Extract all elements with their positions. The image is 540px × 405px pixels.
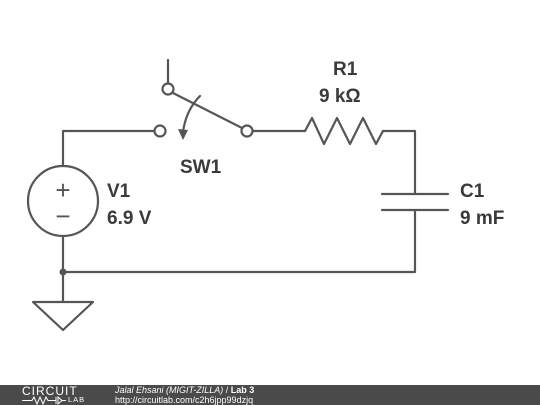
wire-source-to-switch <box>61 129 156 168</box>
footer-bar: CIRCUIT LAB Jalal Ehsani (MIGIT-ZILLA) /… <box>0 385 540 405</box>
logo-resistor-icon <box>22 396 66 405</box>
voltage-source-v1[interactable]: + − <box>26 164 100 238</box>
switch-arrow-head <box>178 129 188 140</box>
footer-url-link[interactable]: http://circuitlab.com/c2h6jpp99dzjq <box>115 395 254 405</box>
capacitor-c1[interactable] <box>380 192 450 212</box>
circuitlab-logo[interactable]: CIRCUIT LAB <box>22 385 104 405</box>
wire-capacitor-to-ground-rail <box>61 208 417 274</box>
logo-text-lab: LAB <box>68 395 86 404</box>
switch-actuation-arrow <box>181 94 202 134</box>
footer-separator: / <box>223 385 231 395</box>
voltage-source-plus-sign: + <box>55 175 70 205</box>
voltage-source-name-label: V1 <box>107 181 131 202</box>
resistor-r1[interactable] <box>303 116 385 146</box>
resistor-value-label: 9 kΩ <box>319 86 361 107</box>
resistor-name-label: R1 <box>333 59 358 80</box>
voltage-source-value-label: 6.9 V <box>107 208 152 229</box>
switch-sw1[interactable] <box>153 82 254 141</box>
junction-dot <box>59 268 67 276</box>
switch-terminal-left <box>153 124 167 138</box>
footer-author[interactable]: Jalal Ehsani (MIGIT-ZILLA) <box>115 385 224 395</box>
circuit-schematic: + − V1 6.9 V SW1 R1 9 kΩ C1 9 mF <box>26 58 504 332</box>
voltage-source-circle <box>26 164 100 238</box>
capacitor-name-label: C1 <box>460 181 485 202</box>
wire-resistor-to-capacitor <box>381 129 417 196</box>
capacitor-value-label: 9 mF <box>460 208 504 229</box>
switch-blade <box>171 91 244 130</box>
footer-author-line: Jalal Ehsani (MIGIT-ZILLA) / Lab 3 <box>115 385 254 395</box>
switch-terminal-common <box>161 82 175 96</box>
ground-symbol <box>31 300 95 332</box>
switch-terminal-right <box>240 124 254 138</box>
footer-circuit-title[interactable]: Lab 3 <box>230 385 255 395</box>
voltage-source-minus-sign: − <box>55 201 70 231</box>
switch-name-label: SW1 <box>180 157 222 178</box>
logo-text-circuit: CIRCUIT <box>22 384 78 398</box>
